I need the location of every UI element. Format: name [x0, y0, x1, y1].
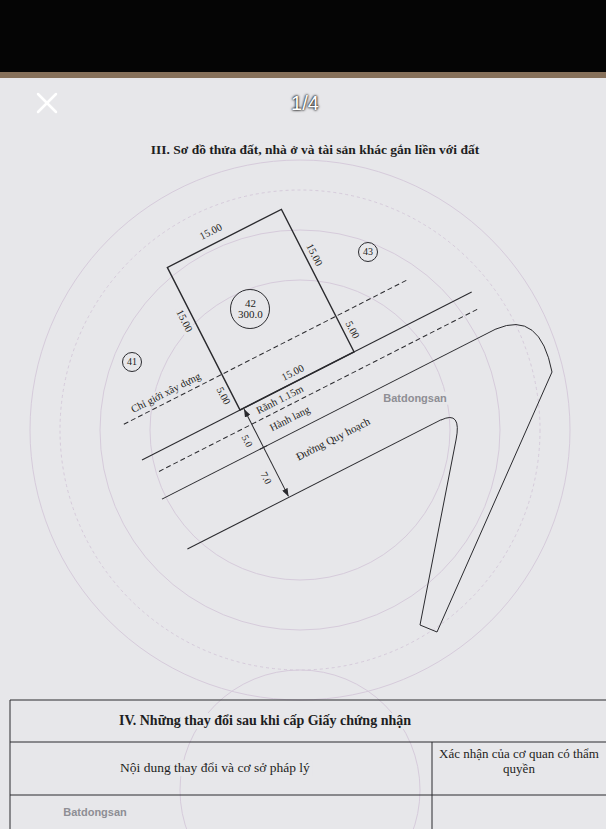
dimension: 15.00: [278, 361, 308, 384]
parcel-number: 41: [127, 357, 137, 368]
section-title: IV. Những thay đổi sau khi cấp Giấy chứn…: [117, 713, 413, 729]
dimension: 7.0: [257, 468, 275, 488]
planned-road: [420, 325, 552, 632]
section-title: III. Sơ đồ thửa đất, nhà ở và tài sản kh…: [149, 142, 481, 158]
parcel-plan: [69, 147, 521, 549]
table-rule: [10, 700, 606, 701]
viewer-bar: [0, 0, 606, 72]
watermark: Batdongsan: [381, 392, 449, 405]
seal-pattern: [30, 160, 570, 829]
table-header: Nội dung thay đổi và cơ sở pháp lý: [118, 760, 312, 776]
parcel-number: 42: [245, 298, 256, 310]
close-icon: [38, 94, 56, 112]
road-edge: [187, 420, 441, 549]
table-rule: [432, 742, 433, 829]
dimension: 5.0: [238, 431, 256, 451]
change-table: [10, 700, 606, 829]
watermark: Batdongsan: [61, 806, 129, 819]
dimension: 5.00: [212, 384, 233, 409]
dimension: 15.00: [302, 240, 325, 270]
dimension-tick: [260, 446, 267, 450]
road-edge: [420, 418, 457, 633]
road-label: Đường Quy hoạch: [292, 414, 374, 464]
dimension: 15.00: [196, 220, 226, 243]
area-value: 300.0: [238, 309, 263, 321]
dimension: 15.00: [173, 305, 196, 335]
table-header: Xác nhận của cơ quan có thẩm quyền: [436, 747, 602, 777]
table-rule: [10, 742, 606, 743]
building-line-label: Chỉ giới xây dựng: [128, 369, 205, 416]
building-line: [124, 279, 409, 424]
road-edge: [437, 325, 552, 632]
parcel-number-circle: 43: [358, 242, 379, 263]
parcel-number-circle: 42300.0: [230, 289, 270, 329]
paper-edge: [0, 72, 606, 78]
parcel-number-circle: 41: [122, 352, 143, 373]
dimension: 5.00: [342, 318, 363, 343]
road-edge: [162, 329, 496, 499]
table-rule: [10, 700, 11, 829]
page-counter: 1/4: [289, 92, 321, 115]
parcel-number: 43: [363, 247, 373, 258]
ditch-line: [159, 308, 480, 471]
table-rule: [10, 795, 606, 796]
